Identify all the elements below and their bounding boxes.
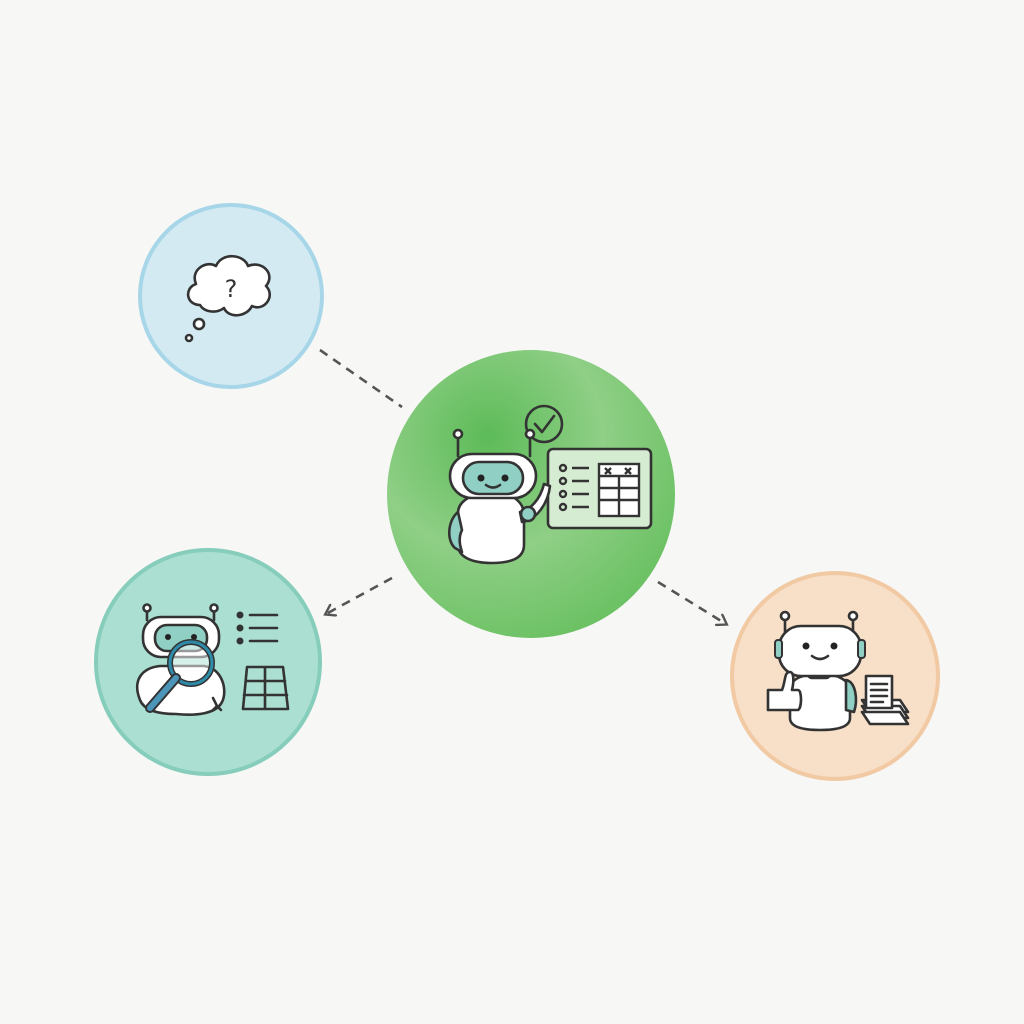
check-circle-icon [524,404,564,444]
robot-thumbs-up-icon [766,610,866,732]
edge-planner-to-reporter [657,580,726,624]
node-question: ? [138,203,324,389]
question-mark: ? [225,275,238,303]
edge-question-to-planner [319,348,403,409]
list-icon [236,611,279,645]
thought-bubble-question-icon: ? [184,254,272,343]
document-stack-icon [860,674,910,726]
robot-magnifier-icon [135,603,226,716]
node-planner [387,350,675,638]
robot-icon [448,428,552,565]
table-icon [241,665,290,711]
checklist-board-icon [546,447,653,530]
node-reporter [730,571,940,781]
node-researcher [94,548,322,776]
edge-planner-to-researcher [326,576,393,614]
